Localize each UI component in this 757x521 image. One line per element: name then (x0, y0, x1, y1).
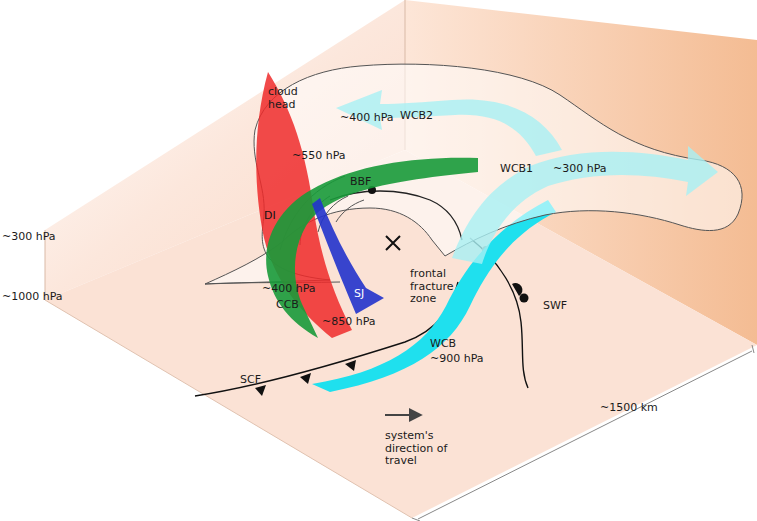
label-text: frontal fracture zone (410, 268, 468, 306)
label-text: ~400 hPa (262, 283, 316, 296)
dimension-tick (412, 518, 420, 521)
label-text: ~900 hPa (430, 353, 484, 366)
label-text: ~1000 hPa (2, 291, 63, 304)
cold-conveyor-belt (266, 158, 478, 338)
label-text: cloud head (268, 86, 314, 111)
dimension-tick (752, 345, 754, 353)
label-text: DI (264, 210, 276, 223)
label-text: CCB (276, 299, 299, 312)
bent-back-front (330, 191, 462, 240)
warm-conveyor-belt-1 (452, 146, 718, 264)
label-text: WCB1 (500, 163, 533, 176)
label-text: SCF (240, 374, 261, 387)
label-text: SWF (543, 300, 567, 313)
dimension-line (418, 351, 752, 519)
cold-front-triangle (345, 360, 356, 371)
label-text: system's direction of travel (385, 430, 463, 468)
label-text: ~300 hPa (2, 231, 56, 244)
box-edge (45, 300, 412, 518)
label-text: BBF (350, 176, 371, 189)
direction-arrow (385, 414, 420, 416)
label-text: ~550 hPa (292, 150, 346, 163)
label-text: ~1500 km (600, 402, 658, 415)
label-text: SJ (354, 288, 364, 301)
sting-jet (312, 198, 384, 314)
warm-conveyor-belt-2 (336, 90, 562, 156)
cold-front-triangle (300, 373, 311, 384)
warm-front-bump (520, 294, 529, 303)
low-centre-cross (386, 236, 400, 250)
label-text: WCB (430, 338, 456, 351)
label-text: ~300 hPa (553, 163, 607, 176)
label-text: ~400 hPa (340, 112, 394, 125)
label-text: WCB2 (400, 110, 433, 123)
label-text: ~850 hPa (322, 316, 376, 329)
cold-front-triangle (255, 385, 266, 396)
warm-front-bump (512, 283, 522, 296)
